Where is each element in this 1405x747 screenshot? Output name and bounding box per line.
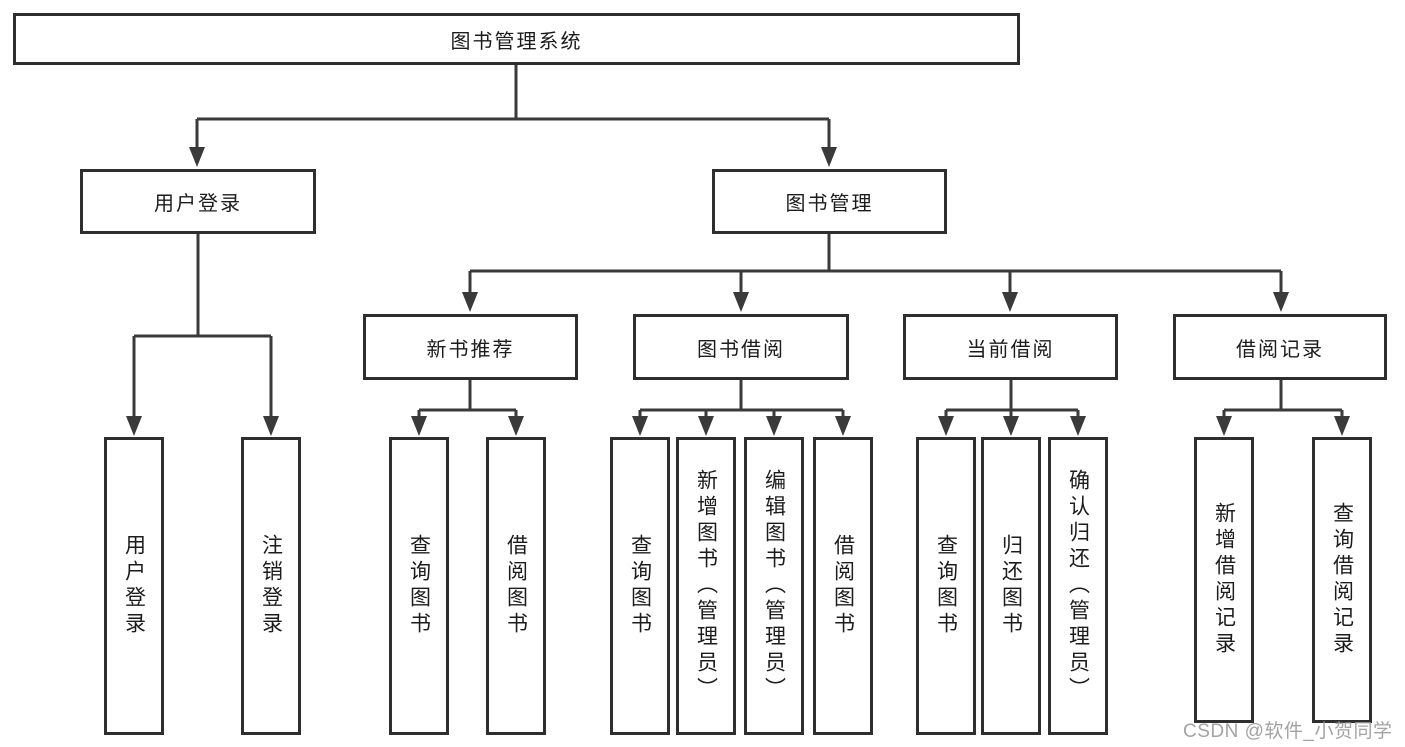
watermark: CSDN @软件_小贺同学 — [1183, 721, 1393, 742]
leaf-bb-edit-books-admin-label: 编辑图书（管理员） — [762, 469, 786, 703]
leaf-nbr-borrow-books-label: 借阅图书 — [504, 534, 528, 638]
leaf-cb-query-books: 查询图书 — [916, 437, 976, 735]
node-book-management: 图书管理 — [712, 169, 947, 234]
leaf-br-query-record: 查询借阅记录 — [1312, 437, 1372, 723]
node-borrow-records: 借阅记录 — [1173, 314, 1387, 380]
node-new-book-recommend: 新书推荐 — [363, 314, 578, 380]
node-current-borrow-label: 当前借阅 — [966, 338, 1055, 361]
leaf-bb-add-books-admin-label: 新增图书（管理员） — [694, 469, 718, 703]
leaf-cb-return-books-label: 归还图书 — [999, 534, 1023, 638]
leaf-nbr-query-books: 查询图书 — [389, 437, 449, 735]
leaf-cb-return-books: 归还图书 — [981, 437, 1041, 735]
leaf-cb-query-books-label: 查询图书 — [934, 534, 958, 638]
leaf-bb-borrow-books: 借阅图书 — [813, 437, 873, 735]
node-book-borrow: 图书借阅 — [633, 314, 849, 380]
node-borrow-records-label: 借阅记录 — [1236, 338, 1324, 361]
node-book-management-label: 图书管理 — [785, 193, 874, 215]
leaf-logout-label: 注销登录 — [259, 534, 283, 638]
leaf-bb-edit-books-admin: 编辑图书（管理员） — [744, 437, 804, 735]
node-user-login-label: 用户登录 — [154, 193, 242, 215]
node-book-borrow-label: 图书借阅 — [697, 338, 785, 361]
node-current-borrow: 当前借阅 — [903, 314, 1118, 380]
leaf-br-query-record-label: 查询借阅记录 — [1330, 502, 1354, 658]
node-root-label: 图书管理系统 — [450, 30, 583, 53]
leaf-user-login: 用户登录 — [104, 437, 164, 735]
leaf-bb-query-books: 查询图书 — [610, 437, 670, 735]
leaf-nbr-query-books-label: 查询图书 — [407, 534, 431, 638]
leaf-br-add-record-label: 新增借阅记录 — [1212, 502, 1236, 658]
leaf-bb-query-books-label: 查询图书 — [628, 534, 652, 638]
node-user-login: 用户登录 — [80, 169, 316, 234]
leaf-bb-add-books-admin: 新增图书（管理员） — [676, 437, 736, 735]
leaf-cb-confirm-return-admin: 确认归还（管理员） — [1048, 437, 1108, 735]
leaf-user-login-label: 用户登录 — [122, 534, 146, 638]
leaf-logout: 注销登录 — [241, 437, 301, 735]
node-new-book-recommend-label: 新书推荐 — [426, 338, 515, 361]
leaf-br-add-record: 新增借阅记录 — [1194, 437, 1254, 723]
leaf-cb-confirm-return-admin-label: 确认归还（管理员） — [1066, 469, 1090, 703]
leaf-nbr-borrow-books: 借阅图书 — [486, 437, 546, 735]
leaf-bb-borrow-books-label: 借阅图书 — [831, 534, 855, 638]
node-root: 图书管理系统 — [13, 13, 1020, 65]
